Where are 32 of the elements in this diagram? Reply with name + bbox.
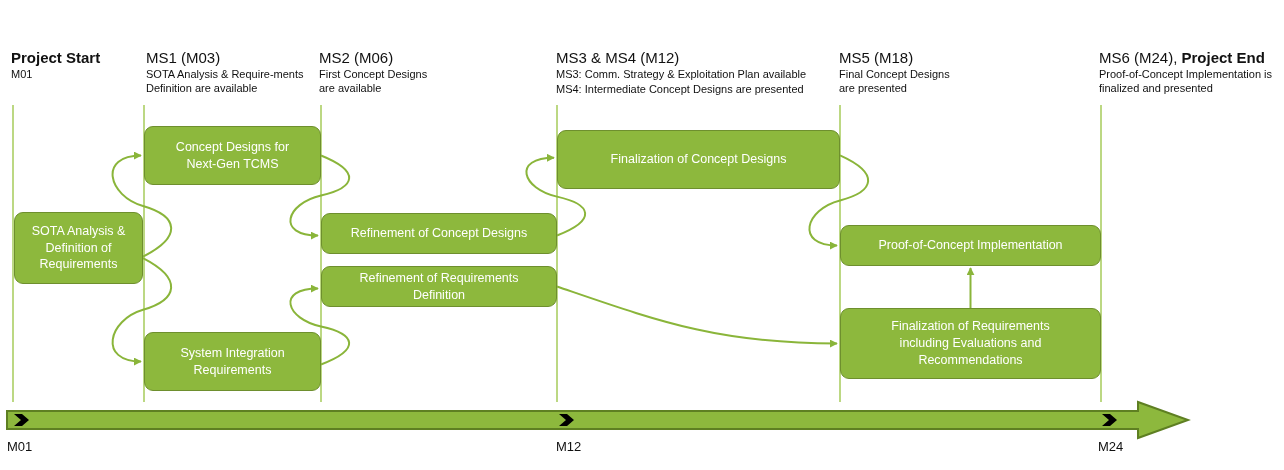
- arrow: [966, 267, 975, 309]
- month-label: M12: [556, 439, 582, 456]
- activity-box: Refinement of Concept Designs: [321, 213, 557, 254]
- milestone-description: M01: [11, 67, 33, 82]
- milestone-description: MS4: Intermediate Concept Designs are presented: [556, 82, 804, 97]
- milestone-title: MS2 (M06): [319, 48, 394, 68]
- milestone-description: Final Concept Designs are presented: [839, 67, 951, 96]
- arrow: [525, 154, 587, 237]
- milestone-title: MS1 (M03): [146, 48, 221, 68]
- milestone-description: First Concept Designs are available: [319, 67, 429, 96]
- milestone-title: MS3 & MS4 (M12): [556, 48, 680, 68]
- month-label: M01: [7, 439, 33, 456]
- arrow: [289, 285, 351, 366]
- arrow: [556, 285, 838, 348]
- milestone-description: Proof-of-Concept Implementation is finalized and presented: [1099, 67, 1274, 96]
- milestone-title: Project Start: [11, 48, 101, 68]
- milestone-title: MS6 (M24), Project End: [1099, 48, 1265, 68]
- activity-box: Finalization of Requirements including Evaluations and Recommendations: [840, 308, 1101, 379]
- milestone-description: SOTA Analysis & Require-ments Definition are available: [146, 67, 305, 96]
- arrow: [808, 154, 870, 249]
- arrow: [111, 152, 173, 258]
- milestone-title: MS5 (M18): [839, 48, 914, 68]
- activity-box: Concept Designs for Next-Gen TCMS: [144, 126, 321, 185]
- activity-box: Proof-of-Concept Implementation: [840, 225, 1101, 266]
- arrow: [289, 154, 351, 240]
- activity-box: Refinement of Requirements Definition: [321, 266, 557, 307]
- activity-box: Finalization of Concept Designs: [557, 130, 840, 189]
- arrow: [111, 257, 173, 365]
- activity-box: System Integration Requirements: [144, 332, 321, 391]
- month-label: M24: [1098, 439, 1124, 456]
- activity-box: SOTA Analysis & Definition of Requirements: [14, 212, 143, 284]
- milestone-description: MS3: Comm. Strategy & Exploitation Plan available: [556, 67, 807, 82]
